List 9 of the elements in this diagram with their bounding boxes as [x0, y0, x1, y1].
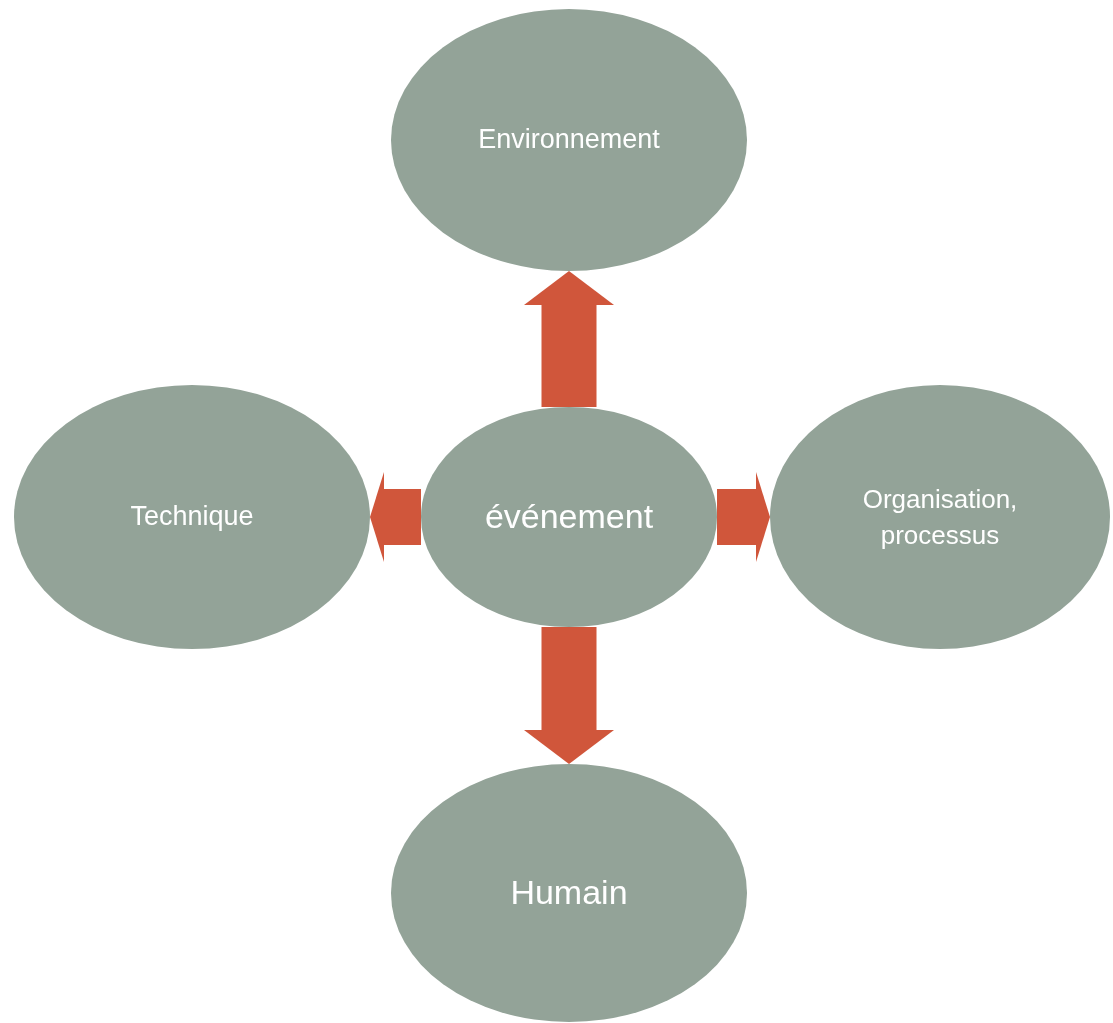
node-label: Environnement [478, 123, 660, 157]
node-label: événement [484, 496, 654, 538]
block-arrow [524, 627, 614, 764]
node-label: Humain [510, 872, 628, 914]
node-label: Organisation, processus [861, 482, 1019, 552]
block-arrow [524, 271, 614, 407]
block-arrow [717, 472, 770, 562]
block-arrow [370, 472, 421, 562]
node-label: Technique [130, 500, 254, 534]
